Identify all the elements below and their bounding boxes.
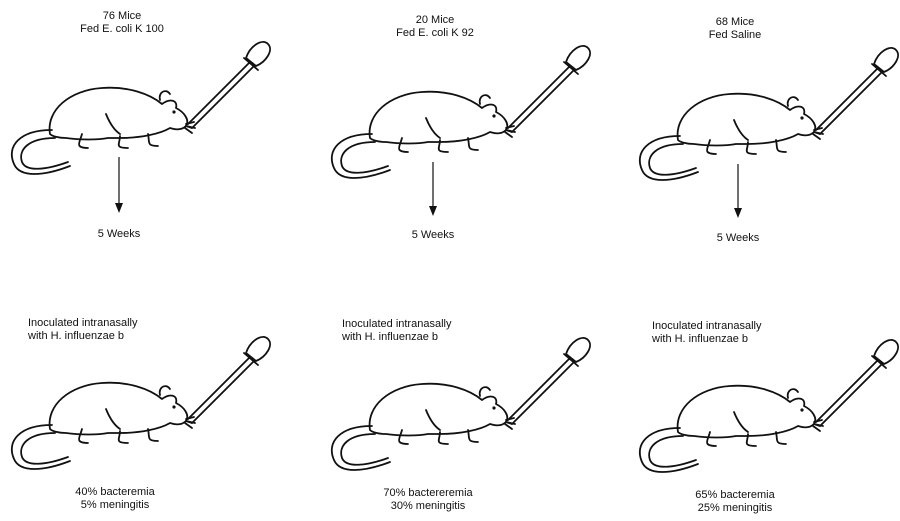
group-label: 68 Mice Fed Saline (670, 16, 800, 42)
challenge-line-1: Inoculated intranasally (342, 318, 452, 330)
group-treatment: Fed Saline (708, 29, 762, 41)
mouse-with-dropper-icon (330, 337, 591, 471)
bacteremia-result: 70% bactereremia (383, 487, 473, 499)
group-label: 76 Mice Fed E. coli K 100 (52, 10, 192, 36)
group-label: 20 Mice Fed E. coli K 92 (365, 14, 505, 40)
meningitis-result: 5% meningitis (80, 499, 150, 511)
challenge-label: Inoculated intranasally with H. influenz… (28, 317, 137, 343)
challenge-line-2: with H. influenzae b (28, 330, 124, 342)
mouse-with-dropper-icon (638, 47, 899, 181)
challenge-line-1: Inoculated intranasally (652, 320, 762, 332)
meningitis-result: 30% meningitis (390, 500, 466, 512)
group-count: 20 Mice (415, 14, 455, 26)
challenge-line-2: with H. influenzae b (342, 331, 438, 343)
result-label: 40% bacteremia 5% meningitis (45, 486, 185, 512)
result-label: 65% bacteremia 25% meningitis (665, 489, 805, 515)
meningitis-result: 25% meningitis (697, 502, 773, 514)
mouse-with-dropper-icon (330, 45, 591, 179)
group-count: 68 Mice (715, 16, 755, 28)
group-treatment: Fed E. coli K 100 (80, 23, 164, 35)
mouse-with-dropper-icon (638, 339, 899, 473)
arrow-down-icon (734, 164, 742, 218)
bacteremia-result: 40% bacteremia (75, 486, 155, 498)
challenge-line-1: Inoculated intranasally (28, 317, 138, 329)
result-label: 70% bactereremia 30% meningitis (358, 487, 498, 513)
arrow-down-icon (429, 162, 437, 216)
arrow-down-icon (115, 157, 123, 213)
challenge-line-2: with H. influenzae b (652, 333, 748, 345)
challenge-label: Inoculated intranasally with H. influenz… (342, 318, 451, 344)
interval-label: 5 Weeks (411, 229, 455, 241)
group-count: 76 Mice (102, 10, 142, 22)
challenge-label: Inoculated intranasally with H. influenz… (652, 320, 761, 346)
mouse-with-dropper-icon (10, 336, 271, 470)
group-treatment: Fed E. coli K 92 (396, 27, 474, 39)
bacteremia-result: 65% bacteremia (695, 489, 775, 501)
interval-label: 5 Weeks (97, 228, 141, 240)
interval-label: 5 Weeks (716, 232, 760, 244)
mouse-with-dropper-icon (10, 41, 271, 175)
